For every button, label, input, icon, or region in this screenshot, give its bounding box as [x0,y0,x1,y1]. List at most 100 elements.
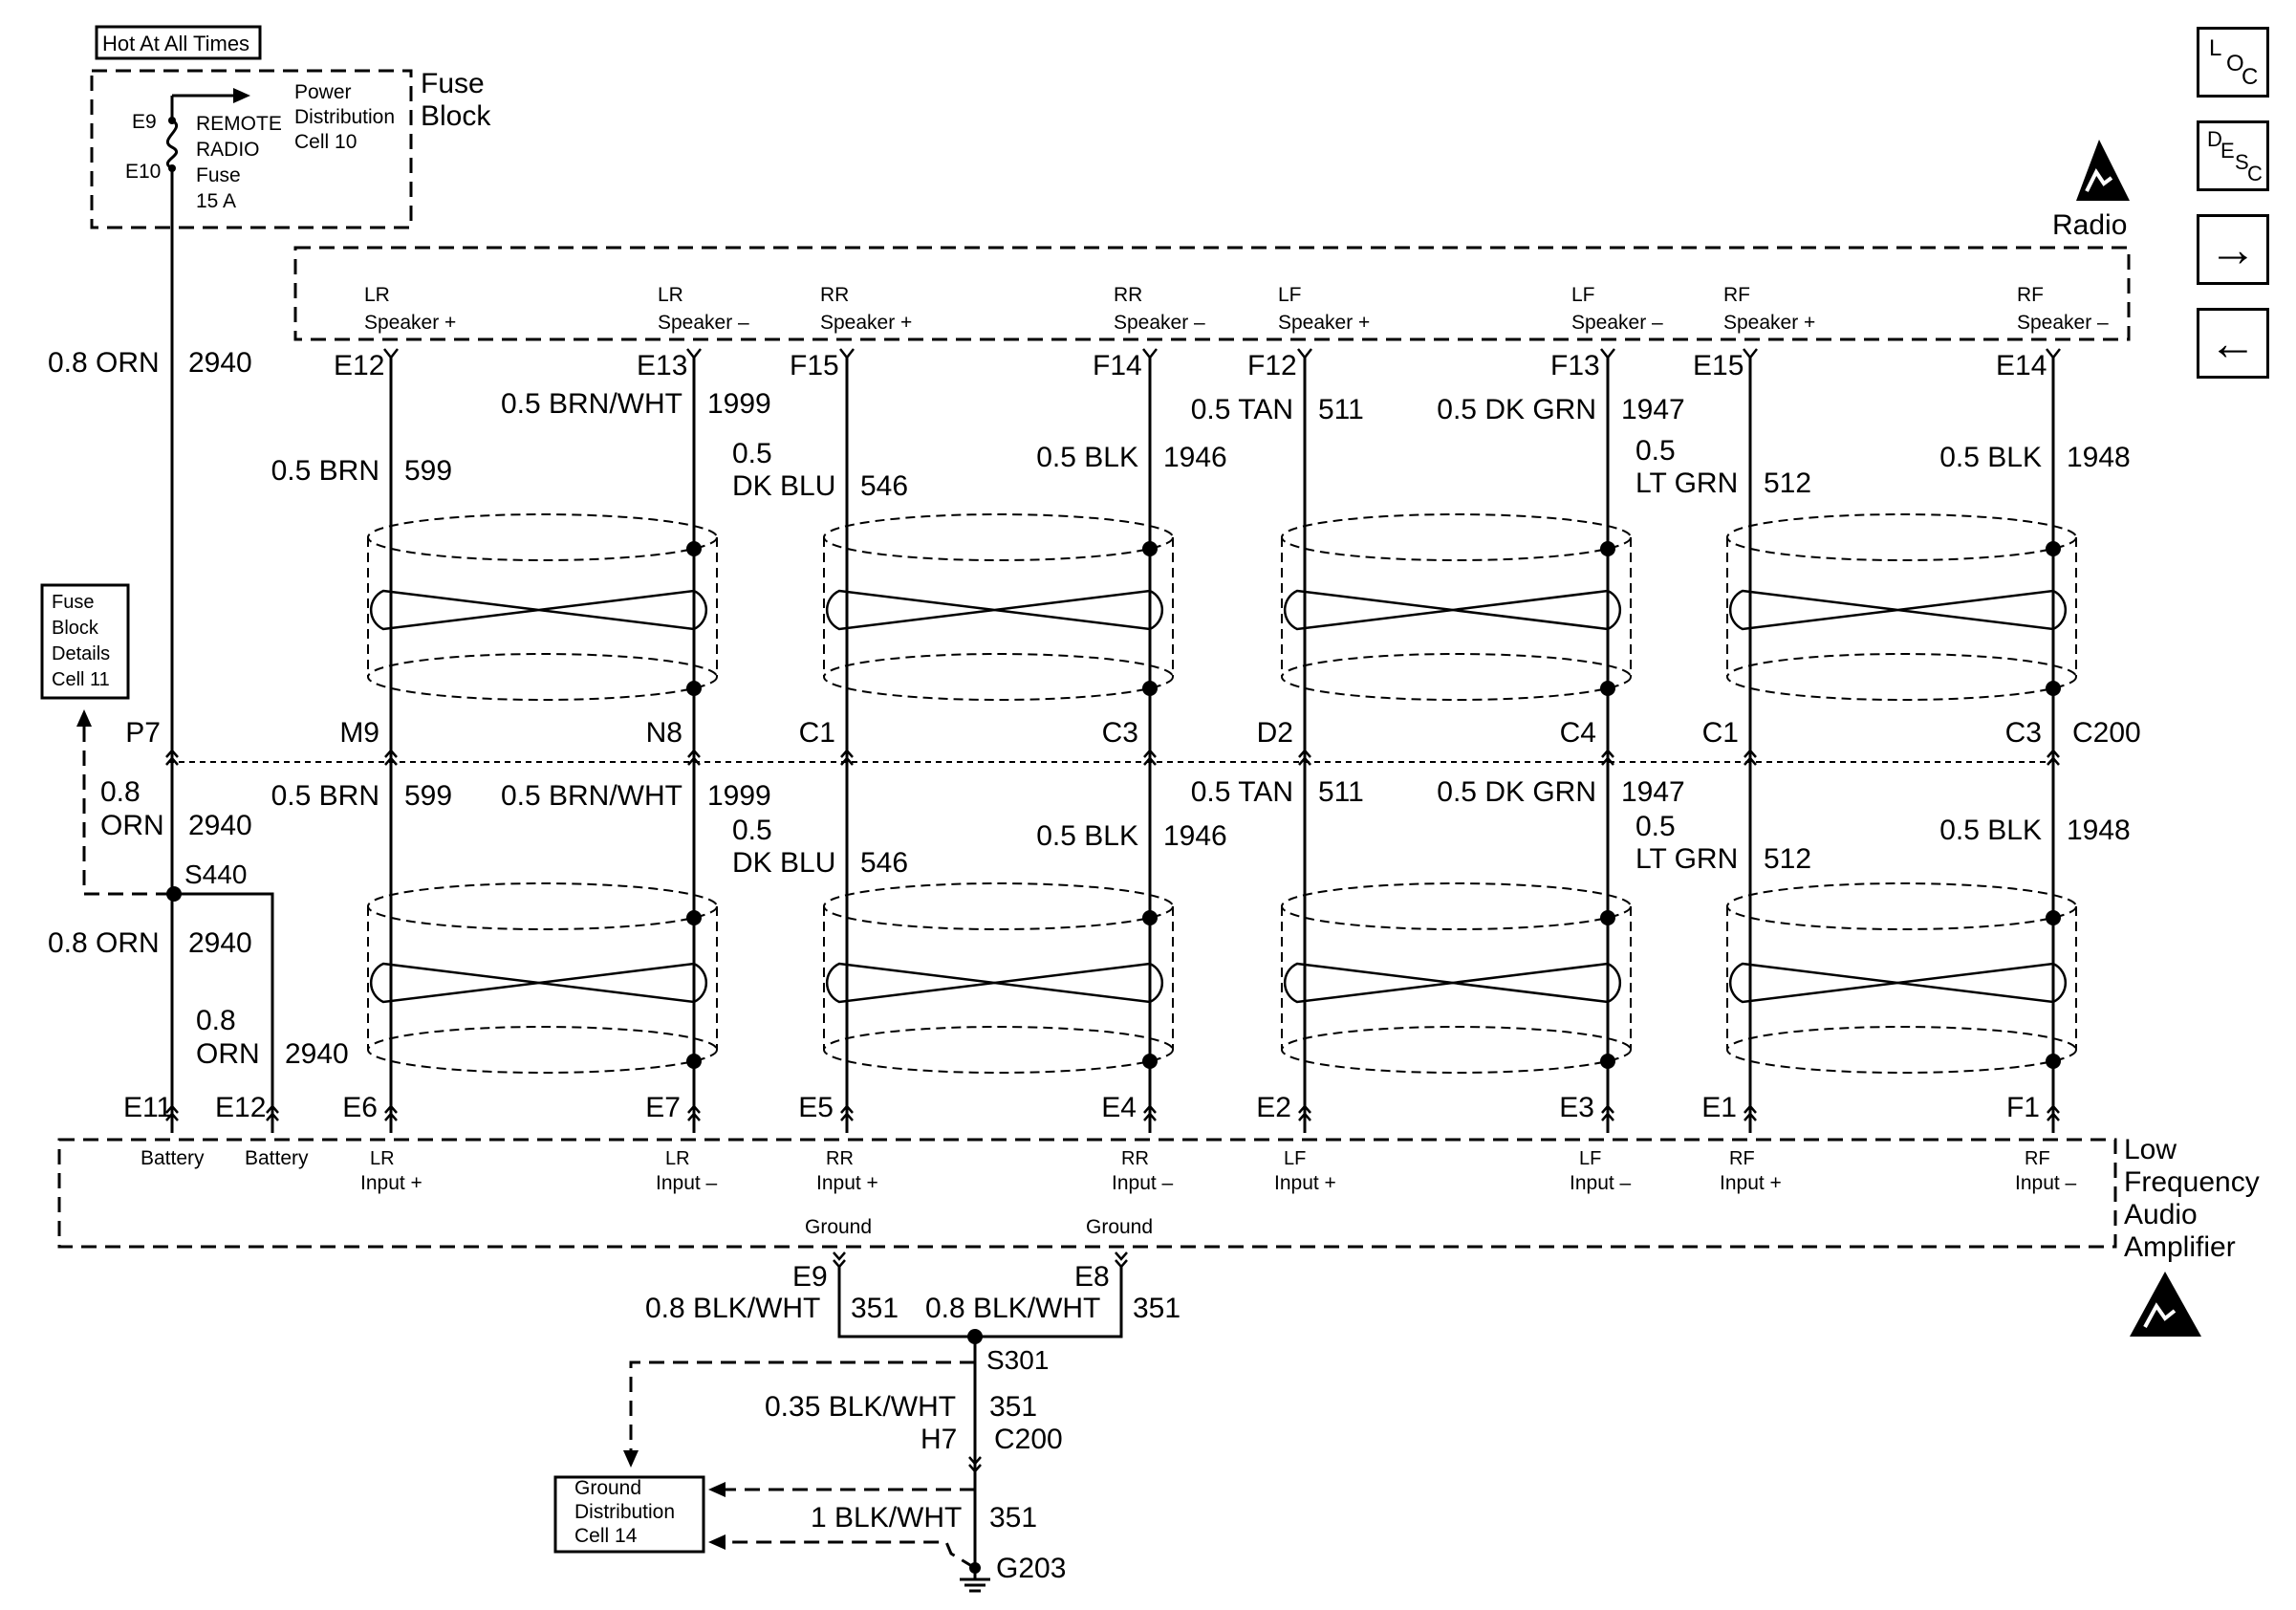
amp-pin-fn: Input – [1570,1172,1632,1194]
radio-pin-number: F15 [790,350,839,381]
wire-circuit: 1946 [1163,442,1227,473]
arrow-right-icon: → [2209,223,2257,276]
wire-circuit: 546 [860,847,908,879]
wire-circuit: 599 [404,455,452,487]
fuse-name-2: RADIO [196,139,260,161]
ground-e8-fn: Ground [1086,1216,1153,1238]
wire-gauge: 0.5 BLK [1036,820,1138,852]
fuse-block-label-2: Block [421,100,491,132]
radio-pin-side: LR [364,284,390,306]
esd-warning-icon-amp [2130,1272,2201,1337]
ground-dist-3: Cell 14 [574,1525,638,1547]
amp-label-4: Amplifier [2124,1231,2236,1263]
wire-circuit: 599 [404,780,452,812]
radio-pin-number: E13 [637,350,687,381]
wire-gauge: 0.5 [732,438,772,469]
ground-conn-pin: H7 [921,1424,957,1455]
twisted-pair-upper-0 [367,513,718,701]
left-wire-c-gauge-2: ORN [196,1038,260,1070]
amp-pin-fn: Input + [1720,1172,1782,1194]
prev-page-button[interactable]: ← [2197,308,2269,379]
wire-gauge: 0.5 DK GRN [1437,776,1596,808]
next-page-button[interactable]: → [2197,214,2269,285]
twisted-pair-lower-2 [1281,882,1632,1074]
amp-pin-number: E5 [798,1092,834,1123]
left-wire-b-circuit: 2940 [188,927,252,959]
fuse-block-label-1: Fuse [421,68,485,99]
wire-gauge: 0.5 BRN [271,455,379,487]
c200-pin-0: P7 [125,717,179,766]
ground-e8-pin: E8 [1074,1261,1110,1293]
amp-pin-fn: Input – [2015,1172,2077,1194]
c200-pin-1: M9 [339,717,398,766]
ground-dist-2: Distribution [574,1501,675,1523]
radio-pin-side: LF [1571,284,1595,306]
wire-gauge: 0.5 [1635,811,1676,842]
c200-pin: N8 [646,717,682,749]
c200-pin: C3 [2005,717,2042,749]
wire-circuit: 512 [1764,843,1811,875]
wire-gauge: 0.5 [1635,435,1676,467]
radio-pin-fn: Speaker + [1278,312,1370,334]
amp-pin-side: RF [2025,1148,2050,1169]
svg-text:Battery: Battery [141,1147,205,1169]
power-dist-3: Cell 10 [294,131,357,153]
fuse-wire-circuit: 2940 [188,347,252,379]
twisted-pair-lower-0 [367,882,718,1074]
c200-pin-5: D2 [1257,717,1311,766]
loc-button[interactable]: L O C [2197,27,2269,98]
left-wire-a-gauge-2: ORN [100,810,164,841]
wire-gauge: 0.5 TAN [1191,776,1293,808]
amp-label-1: Low [2124,1134,2177,1165]
fuse-details-4: Cell 11 [52,669,110,690]
desc-button[interactable]: D E S C [2197,120,2269,191]
svg-text:Battery: Battery [245,1147,309,1169]
left-wire-b-gauge: 0.8 ORN [48,927,160,959]
amp-pin-fn: Input – [1112,1172,1174,1194]
battery-pin-e12: E12 Battery [215,1092,309,1169]
radio-pin-number: E15 [1693,350,1744,381]
c200-pin-2: N8 [646,717,701,766]
c200-pin: P7 [125,717,161,749]
amp-label-2: Frequency [2124,1166,2260,1198]
twisted-pair-upper-2 [1281,513,1632,701]
wire-s440-e12 [174,892,274,1133]
hot-at-all-times-box [95,25,262,60]
wire-gauge: 0.5 BLK [1939,815,2042,846]
amp-pin-side: RR [826,1148,854,1169]
radio-pin-fn: Speaker – [658,312,749,334]
wire-circuit: 1999 [707,780,771,812]
wire-circuit: 511 [1318,776,1364,808]
twisted-pair-lower-1 [823,882,1174,1074]
ground-e9-wire-circuit: 351 [851,1293,899,1324]
fuse-block-outline [90,69,413,229]
radio-pin-fn: Speaker – [1114,312,1205,334]
wire-gauge: 0.5 BRN [271,780,379,812]
wire-gauge: 0.5 BRN/WHT [501,780,682,812]
ground-e9-wire-gauge: 0.8 BLK/WHT [645,1293,820,1324]
amp-pin-fn: Input + [816,1172,878,1194]
fuse-details-2: Block [52,618,99,639]
amp-pin-side: LF [1284,1148,1306,1169]
twisted-pair-upper-1 [823,513,1174,701]
